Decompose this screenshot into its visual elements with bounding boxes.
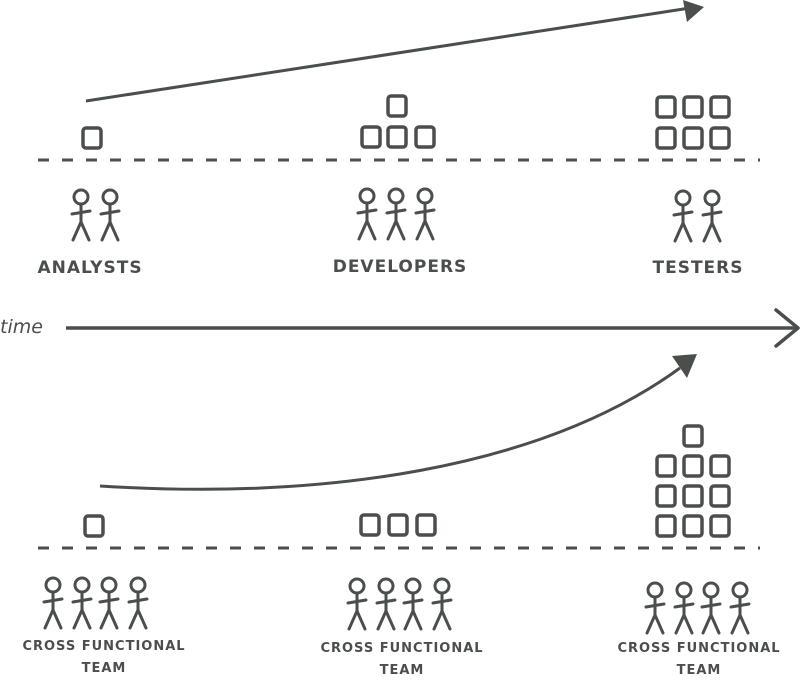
work-box — [709, 484, 731, 508]
person-icon — [402, 577, 424, 631]
work-box — [655, 126, 677, 150]
person-icon — [375, 577, 397, 631]
work-box — [83, 514, 105, 538]
bottom-trend-arrowhead — [672, 354, 697, 378]
team-label-1: CROSS FUNCTIONAL TEAM — [22, 636, 185, 680]
testers-label: TESTERS — [652, 258, 744, 278]
work-box — [682, 424, 704, 448]
work-box — [682, 95, 704, 119]
work-box — [386, 125, 408, 149]
work-box — [709, 95, 731, 119]
work-box — [81, 126, 103, 150]
person-icon — [346, 577, 368, 631]
person-icon — [70, 188, 92, 242]
work-box — [386, 94, 408, 118]
team-label-3-line2: TEAM — [676, 663, 722, 678]
time-label: time — [0, 316, 43, 338]
person-icon — [71, 576, 93, 630]
work-box — [709, 514, 731, 538]
work-box — [414, 125, 436, 149]
person-icon — [673, 581, 695, 635]
team-label-2-line2: TEAM — [379, 663, 425, 678]
work-box — [682, 514, 704, 538]
team-label-1-line2: TEAM — [81, 661, 127, 676]
person-icon — [99, 188, 121, 242]
work-box — [387, 513, 409, 537]
person-icon — [385, 187, 407, 241]
top-trend-arrowhead — [683, 0, 704, 22]
work-box — [359, 513, 381, 537]
person-icon — [672, 189, 694, 243]
work-box — [682, 454, 704, 478]
top-trend-arrow — [85, 6, 691, 103]
team-label-3-line1: CROSS FUNCTIONAL — [617, 641, 781, 656]
person-icon — [356, 187, 378, 241]
person-icon — [431, 577, 453, 631]
person-icon — [414, 187, 436, 241]
work-box — [655, 484, 677, 508]
work-box — [360, 125, 382, 149]
person-icon — [701, 189, 723, 243]
person-icon — [127, 576, 149, 630]
work-box — [682, 484, 704, 508]
team-label-2-line1: CROSS FUNCTIONAL — [320, 641, 484, 656]
work-box — [655, 454, 677, 478]
work-box — [415, 513, 437, 537]
team-label-1-line1: CROSS FUNCTIONAL — [22, 639, 186, 654]
person-icon — [98, 576, 120, 630]
team-label-2: CROSS FUNCTIONAL TEAM — [320, 638, 483, 682]
work-box — [655, 514, 677, 538]
person-icon — [700, 581, 722, 635]
bottom-trend-arrow — [99, 366, 681, 491]
work-box — [655, 95, 677, 119]
work-box — [709, 126, 731, 150]
time-axis-arrowhead — [774, 308, 800, 348]
person-icon — [42, 576, 64, 630]
person-icon — [729, 581, 751, 635]
work-box — [709, 454, 731, 478]
team-label-3: CROSS FUNCTIONAL TEAM — [617, 638, 780, 682]
developers-label: DEVELOPERS — [332, 257, 468, 277]
work-box — [682, 126, 704, 150]
analysts-label: ANALYSTS — [37, 258, 143, 278]
person-icon — [644, 581, 666, 635]
